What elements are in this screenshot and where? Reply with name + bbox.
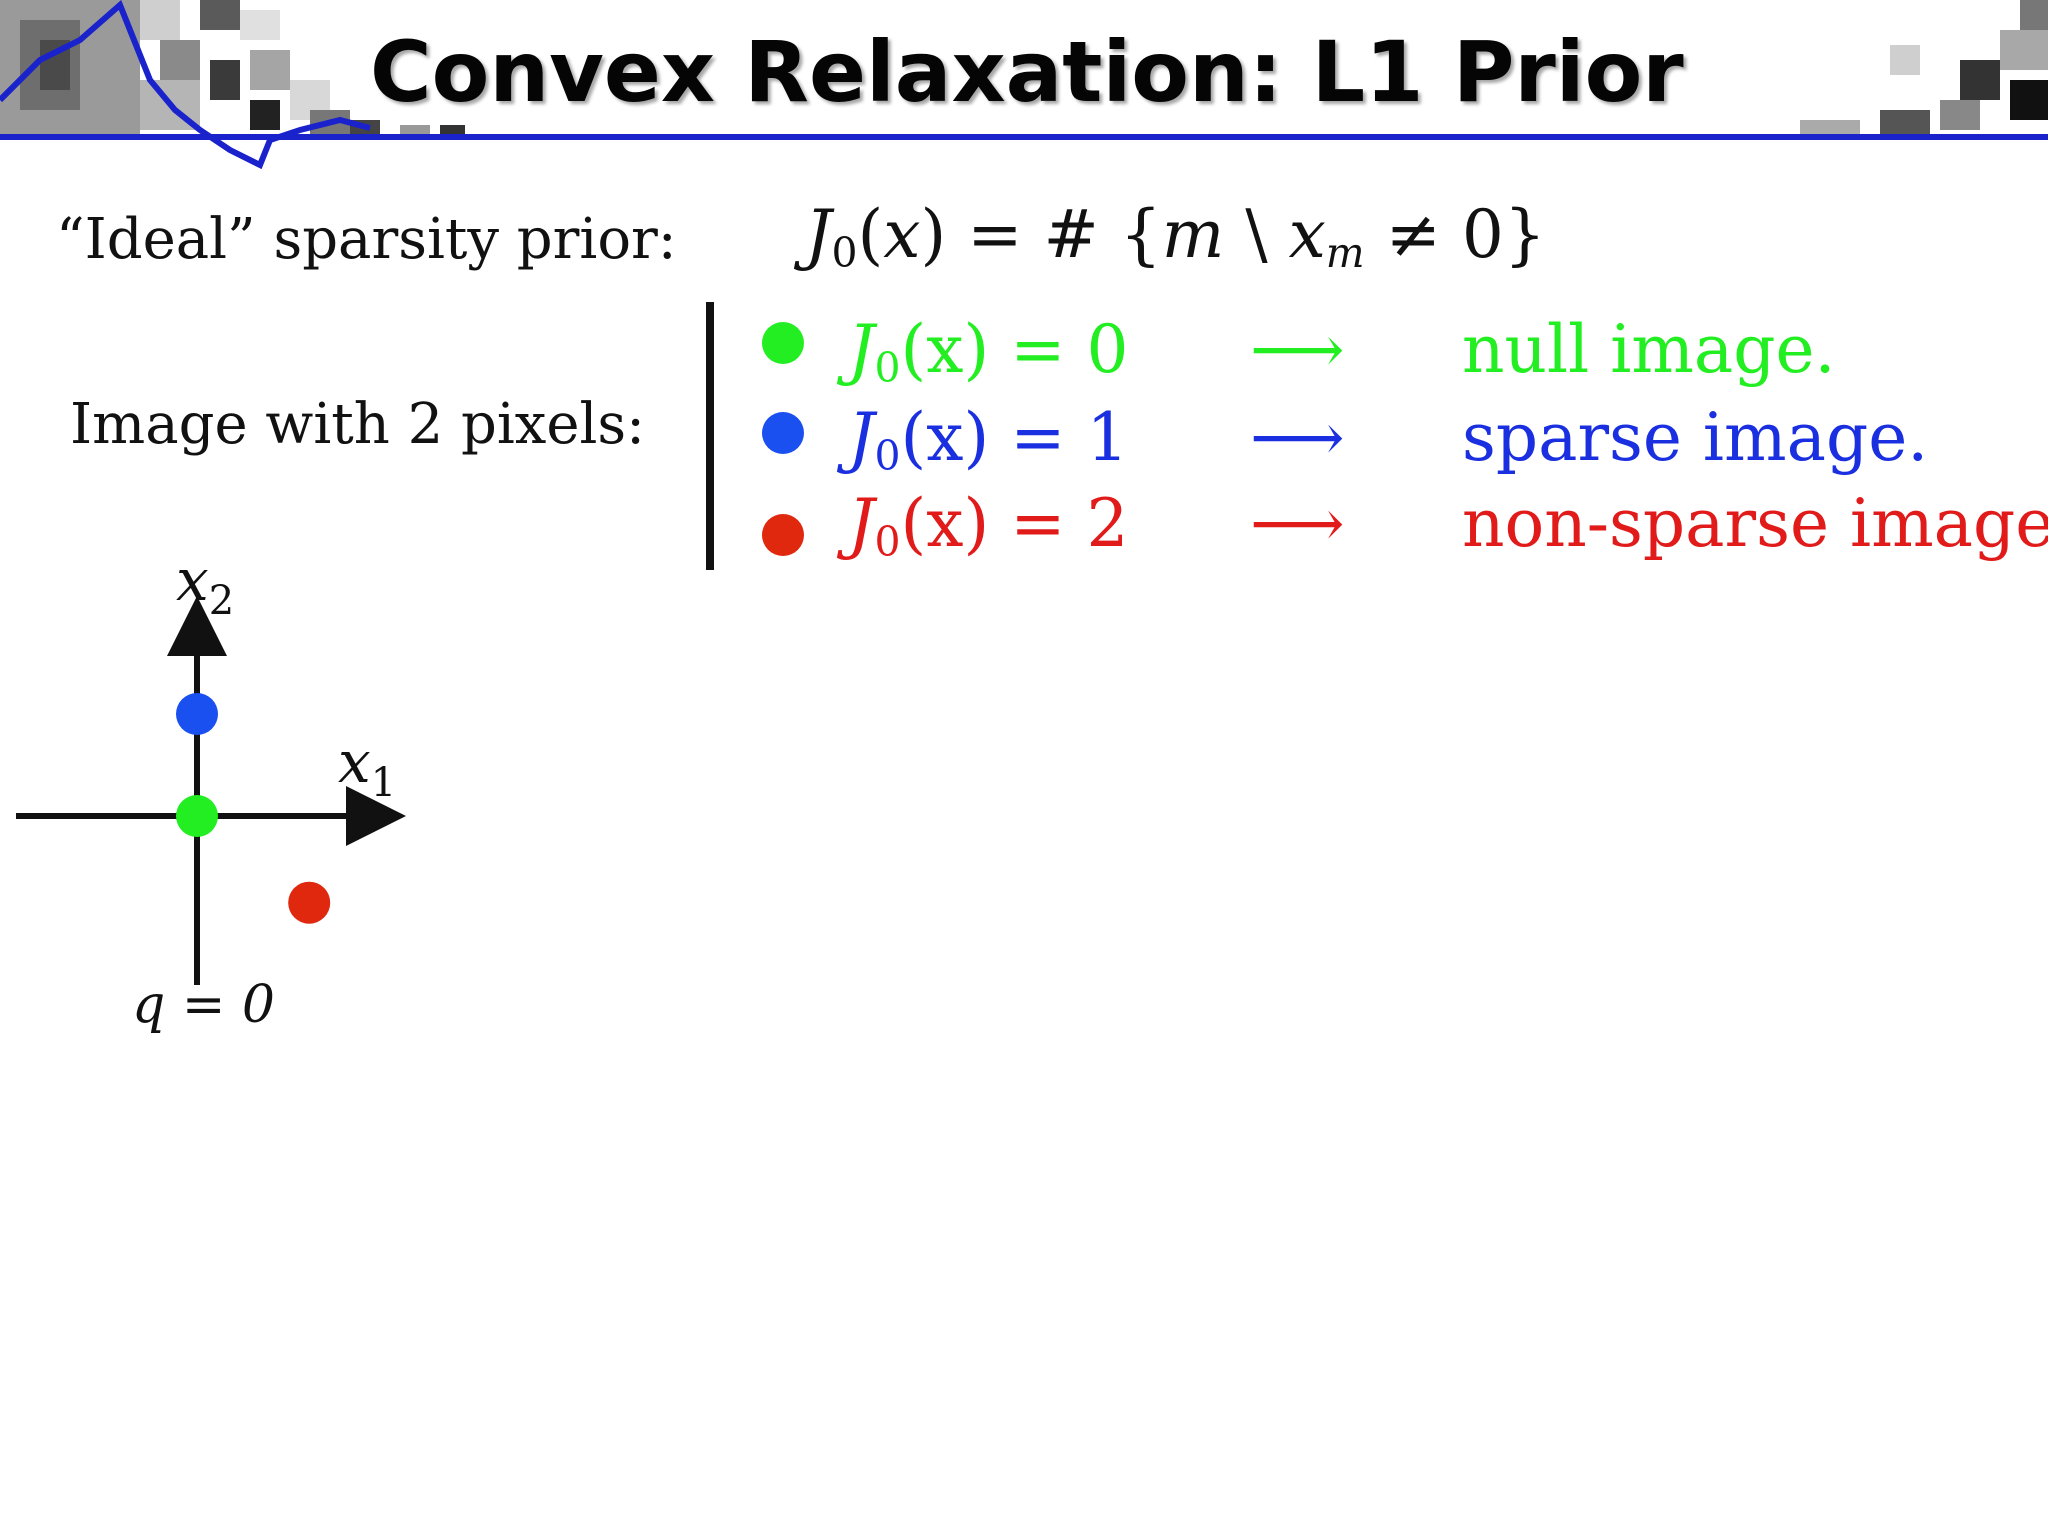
- sparsity-axis-diagram: x2 x1 q = 0: [16, 546, 406, 1035]
- item-sub: 0: [874, 432, 901, 481]
- header-curve: [0, 0, 371, 170]
- formula-open: (: [857, 196, 884, 273]
- formula-J: J: [805, 196, 832, 273]
- null-image-arrow: ⟶: [1250, 311, 1345, 388]
- item-eq: = 0: [989, 311, 1129, 388]
- origin-point: [176, 795, 218, 837]
- sparse-image-arrow: ⟶: [1250, 399, 1345, 476]
- x1-axis-label: x1: [338, 728, 396, 806]
- header-mosaic-left: [0, 0, 465, 135]
- bracket-bar: [706, 302, 714, 570]
- item-eq: = 2: [989, 485, 1129, 562]
- x2-axis-label: x2: [176, 546, 234, 624]
- formula-sep: \: [1224, 196, 1289, 273]
- item-J: J: [848, 311, 875, 388]
- formula-sub: 0: [831, 229, 858, 278]
- formula-xm: x: [1288, 196, 1326, 273]
- item-J: J: [848, 485, 875, 562]
- ideal-prior-label: “Ideal” sparsity prior:: [56, 207, 677, 272]
- item-J: J: [848, 399, 875, 476]
- null-image-formula: J0(x) = 0: [848, 310, 1129, 408]
- item-arg: (x): [900, 485, 990, 562]
- sparse-image-formula: J0(x) = 1: [848, 398, 1129, 496]
- slide-title: Convex Relaxation: L1 Prior: [370, 23, 1684, 121]
- non-sparse-image-formula: J0(x) = 2: [848, 484, 1129, 582]
- non-sparse-image-description: non-sparse image.: [1462, 485, 2048, 562]
- formula-close-eq: ) = # {: [920, 196, 1162, 273]
- item-sub: 0: [874, 518, 901, 567]
- non-sparse-image-bullet: [762, 514, 804, 556]
- header-decoration: [0, 0, 2048, 170]
- item-sub: 0: [874, 344, 901, 393]
- sparse-image-description: sparse image.: [1462, 399, 1929, 476]
- formula-m: m: [1161, 196, 1225, 273]
- null-image-bullet: [762, 322, 804, 364]
- ideal-prior-formula: J0(x) = # {m \ xm ≠ 0}: [805, 195, 1546, 293]
- item-arg: (x): [900, 399, 990, 476]
- item-arg: (x): [900, 311, 990, 388]
- formula-x: x: [883, 196, 921, 273]
- item-eq: = 1: [989, 399, 1129, 476]
- non-sparse-image-arrow: ⟶: [1250, 485, 1345, 562]
- null-image-description: null image.: [1462, 311, 1836, 388]
- sparse-image-bullet: [762, 412, 804, 454]
- off-axis-point: [288, 881, 331, 924]
- on-axis-point: [176, 693, 218, 735]
- formula-xm-sub: m: [1325, 229, 1365, 278]
- q-caption: q = 0: [132, 975, 275, 1035]
- two-pixel-label: Image with 2 pixels:: [70, 392, 646, 457]
- plot-points: [176, 693, 331, 924]
- header-mosaic-right: [1800, 0, 2048, 135]
- formula-tail: ≠ 0}: [1364, 196, 1546, 273]
